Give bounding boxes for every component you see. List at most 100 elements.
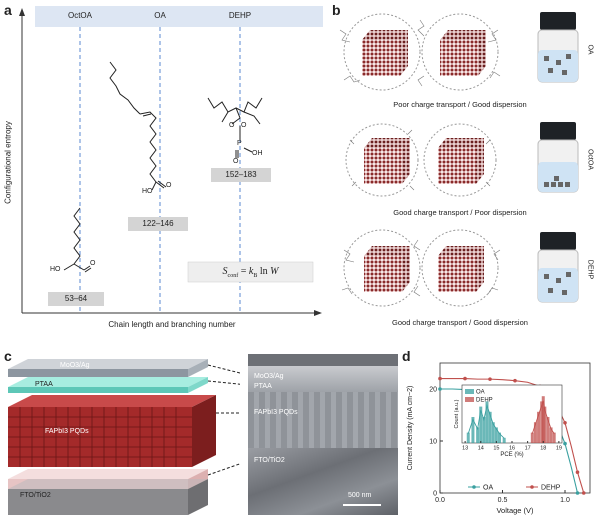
jv-legend-marker-dehp [530,485,534,489]
row3-caption: Good charge transport / Good dispersion [392,318,528,327]
panel-c-label: c [4,348,12,364]
dehp-p-label: P [237,140,242,147]
row1-particles [339,13,501,91]
hist-x-tick-label: 17 [525,446,531,452]
dehp-o1-label: O [229,122,235,129]
hist-bar-dehp [546,417,550,443]
panel-d-label: d [402,348,411,364]
jv-x-tick-label: 0.0 [435,497,445,504]
row2-particles [345,123,497,197]
stack-label-fto: FTO/TiO2 [20,492,51,499]
hist-bar-oa [498,432,501,443]
hist-fit-oa [467,403,505,439]
hist-bar-dehp [530,432,534,443]
y-axis-label-entropy: Configurational entropy [3,121,13,204]
jv-point-dehp [563,421,567,425]
hist-bar-dehp [540,401,544,443]
hist-x-tick-label: 13 [462,446,468,452]
range-oa: 122–146 [142,219,174,228]
range-octoa: 53–64 [64,294,88,303]
hist-bar-dehp [549,427,553,443]
vial-octoa [537,122,579,193]
octoa-o-label: O [90,260,96,267]
panel-a-label: a [4,2,12,18]
hist-bar-oa [476,427,480,443]
header-octoa: OctOA [67,11,92,20]
formula-conf: conf [227,273,239,279]
entropy-formula: Sconf = kB ln W [188,266,313,279]
hist-legend-label-oa: OA [476,390,485,396]
hist-bar-oa [485,401,489,443]
formula-w: W [270,266,279,277]
stack-label-pqds: FAPbI3 PQDs [45,428,89,435]
jv-point-dehp [463,376,467,381]
hist-legend-label-dehp: DEHP [476,398,493,404]
jv-x-tick-label: 0.5 [498,497,508,504]
hist-legend-swatch-oa [465,389,474,394]
jv-point-oa [575,491,580,495]
jv-y-axis-label: Current Density (mA cm−2) [407,386,414,471]
sem-scale-bar-label: 500 nm [348,492,372,499]
formula-k: k [248,266,254,277]
jv-legend-label-oa: OA [483,485,493,492]
hist-bar-oa [502,437,506,443]
jv-plot-frame [439,362,591,494]
hist-legend-swatch-dehp [465,397,474,402]
vial-label-octoa: OctOA [586,148,594,170]
hist-bar-dehp [552,432,556,443]
jv-point-dehp [581,491,586,495]
sem-label-pqds: FAPbI3 PQDs [254,409,298,416]
oa-o-label: O [166,182,172,189]
hist-x-axis-label: PCE (%) [500,452,523,458]
pqd-grid-lines [8,407,192,467]
jv-point-oa [438,387,442,391]
stack-label-ptaa: PTAA [35,381,53,388]
hist-bar-oa [491,422,495,443]
vial-label-oa: OA [586,44,594,55]
header-oa: OA [154,11,166,20]
formula-s: S [222,266,228,277]
jv-y-tick-label: 10 [429,439,437,446]
header-dehp: DEHP [228,11,252,20]
jv-line-dehp [440,378,585,494]
panel-a-figure [19,6,323,316]
hist-bar-oa [482,417,486,443]
hist-y-axis-label: Count (a.u.) [454,399,460,428]
row1-caption: Poor charge transport / Good dispersion [393,100,527,109]
panel-b-figure [339,12,579,307]
jv-point-dehp [513,378,517,383]
hist-bar-dehp [541,396,545,443]
hist-bar-dehp [543,406,547,443]
jv-y-tick-label: 0 [433,491,437,498]
hist-bar-oa [494,427,498,443]
formula-b: B [253,273,258,279]
formula-ln: ln [257,266,271,277]
sem-image [248,354,398,515]
jv-point-dehp [438,376,442,381]
sem-label-fto: FTO/TiO2 [254,457,285,464]
vial-dehp [537,232,579,303]
dehp-oh-label: OH [252,150,263,157]
formula-eq: = [238,266,249,277]
jv-y-tick-label: 20 [429,387,437,394]
hist-bar-oa [466,432,470,443]
vial-label-dehp: DEHP [586,259,594,280]
row2-caption: Good charge transport / Poor dispersion [393,208,527,217]
hist-x-tick-label: 18 [540,446,546,452]
jv-point-oa [563,441,567,446]
hist-bar-oa [471,417,475,443]
octoa-ho-label: HO [50,266,61,273]
jv-legend-marker-oa [472,485,476,489]
hist-fit-dehp [531,400,555,434]
hist-bar-oa [479,406,483,443]
jv-point-dehp [575,470,580,474]
hist-x-tick-label: 16 [509,446,515,452]
hist-bar-oa [488,411,492,443]
sem-label-ptaa: PTAA [254,383,272,390]
row3-particles [341,229,501,307]
hist-bar-dehp [533,422,537,443]
sem-label-moo3: MoO3/Ag [254,373,284,380]
hist-x-tick-label: 15 [493,446,499,452]
vial-oa [537,12,579,83]
